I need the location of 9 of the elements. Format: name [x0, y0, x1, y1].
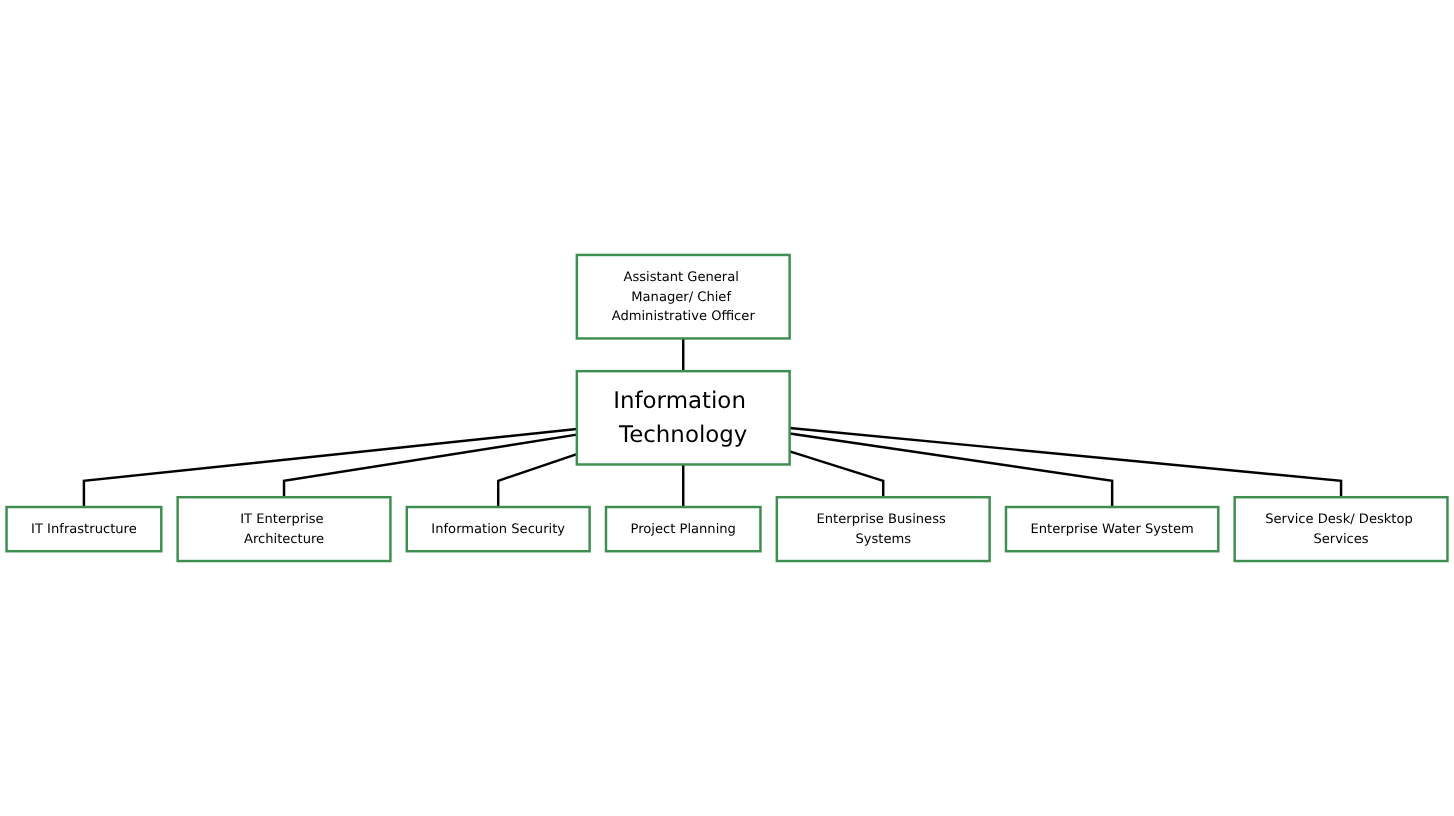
node-box: Information Technology — [575, 369, 791, 466]
connector — [82, 427, 577, 508]
connector — [682, 338, 685, 372]
connector — [682, 464, 685, 508]
connector — [789, 426, 1343, 498]
connector — [282, 433, 578, 498]
connector — [789, 450, 885, 498]
connector — [496, 452, 578, 508]
connector — [789, 432, 1114, 508]
